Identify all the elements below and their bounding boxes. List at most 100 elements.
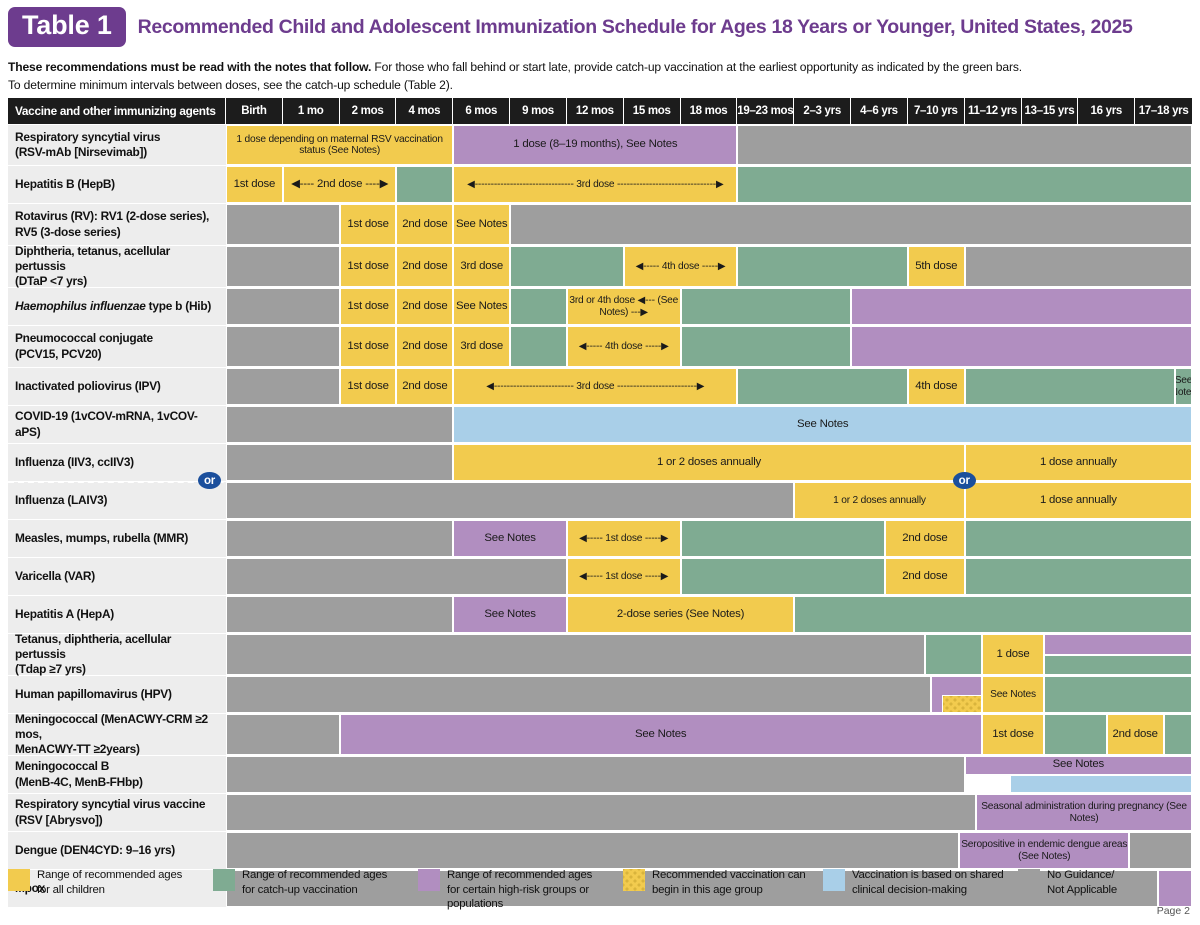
or-badge-1: or <box>198 472 221 489</box>
schedule-cell: See Notes <box>453 204 511 245</box>
row-label-line-2: (RSV [Abrysvo]) <box>15 812 103 827</box>
legend-swatch-blue-icon <box>823 869 845 891</box>
schedule-cell-text: 1 dose annually <box>1039 455 1117 468</box>
legend-swatch-yellow-icon <box>8 869 30 891</box>
page-number: Page 2 <box>1156 905 1190 917</box>
schedule-cell: 2nd dose <box>1106 714 1164 755</box>
row-cells-rsv-mab: 1 dose depending on maternal RSV vaccina… <box>226 125 1192 165</box>
schedule-cell <box>226 520 454 557</box>
schedule-cell: 1 dose (8–19 months), See Notes <box>453 125 738 165</box>
schedule-cell: ◀------------------------------- 3rd dos… <box>453 166 738 203</box>
schedule-cell-text: ◀---- 2nd dose ----▶ <box>291 177 389 190</box>
schedule-cell <box>226 368 340 405</box>
table-row: Measles, mumps, rubella (MMR)See Notes◀-… <box>8 520 1192 557</box>
row-label-hib: Haemophilus influenzae type b (Hib) <box>8 288 226 325</box>
schedule-cell: 1 or 2 doses annually <box>453 444 965 481</box>
schedule-cell <box>226 832 960 869</box>
schedule-cell-text: ◀------------------------- 3rd dose ----… <box>486 380 705 392</box>
column-header-7-10-yrs: 7–10 yrs <box>907 98 965 124</box>
row-label-line-2: (Tdap ≥7 yrs) <box>15 662 86 677</box>
row-label-dtap: Diphtheria, tetanus, acellular pertussis… <box>8 244 226 289</box>
page-title: Recommended Child and Adolescent Immuniz… <box>137 15 1133 38</box>
schedule-cell: 1 dose <box>981 634 1045 675</box>
row-label-line-2: RV5 (3-dose series) <box>15 224 121 239</box>
row-label-mpox: Mpox <box>8 870 226 907</box>
schedule-cell: 2nd dose <box>396 246 454 287</box>
column-header-13-15-yrs: 13–15 yrs <box>1021 98 1079 124</box>
column-header-12-mos: 12 mos <box>566 98 624 124</box>
schedule-cell-text: 3rd dose <box>460 259 504 272</box>
column-header-birth: Birth <box>226 98 283 124</box>
table-row: Haemophilus influenzae type b (Hib)1st d… <box>8 288 1192 325</box>
table-row: Diphtheria, tetanus, acellular pertussis… <box>8 244 1192 289</box>
schedule-cell <box>510 246 624 287</box>
schedule-cell <box>226 326 340 367</box>
schedule-cell <box>226 288 340 325</box>
schedule-cell-text: See Notes <box>484 607 536 620</box>
schedule-cell <box>941 694 982 713</box>
row-label-hepb: Hepatitis B (HepB) <box>8 166 226 203</box>
row-label-dengue: Dengue (DEN4CYD: 9–16 yrs) <box>8 832 226 869</box>
schedule-cell-text: See Notes <box>455 299 508 312</box>
schedule-cell: 2nd dose <box>396 326 454 367</box>
schedule-cell <box>964 558 1192 595</box>
schedule-cell: 2nd dose <box>885 558 965 595</box>
legend-text-line-1: Recommended vaccination can <box>652 869 806 881</box>
schedule-cell-text: 2nd dose <box>402 379 448 392</box>
row-label-rotavirus: Rotavirus (RV): RV1 (2-dose series),RV5 … <box>8 204 226 245</box>
row-label-meningococcal-b: Meningococcal B(MenB-4C, MenB-FHbp) <box>8 756 226 793</box>
column-header-2-mos: 2 mos <box>339 98 397 124</box>
row-label-rsv-vaccine: Respiratory syncytial virus vaccine(RSV … <box>8 794 226 831</box>
legend-swatch-dotted-icon <box>623 869 645 891</box>
schedule-cell <box>510 288 567 325</box>
schedule-cell-text: 1st dose <box>347 339 389 352</box>
row-label-line-2: (RSV-mAb [Nirsevimab]) <box>15 145 147 159</box>
table-row: Tetanus, diphtheria, acellular pertussis… <box>8 631 1192 677</box>
intro-bold-lead: These recommendations must be read with … <box>8 60 372 74</box>
table-row: Rotavirus (RV): RV1 (2-dose series),RV5 … <box>8 204 1192 245</box>
legend-text-line-1: No Guidance/ <box>1047 869 1115 881</box>
legend-text-line-2: for all children <box>37 883 105 896</box>
schedule-cell <box>1163 714 1192 755</box>
schedule-cell: 1st dose <box>981 714 1045 755</box>
schedule-cell-text: See Notes <box>1174 375 1192 398</box>
schedule-cell <box>737 246 908 287</box>
schedule-cell: 1 dose annually <box>964 482 1192 519</box>
column-header-6-mos: 6 mos <box>453 98 511 124</box>
row-label-tdap: Tetanus, diphtheria, acellular pertussis… <box>8 631 226 677</box>
schedule-cell <box>737 125 1192 165</box>
column-header-19-23-mos: 19–23 mos <box>737 98 795 124</box>
table-row: Meningococcal B(MenB-4C, MenB-FHbp)See N… <box>8 756 1192 793</box>
schedule-cell-text: See Notes <box>796 417 849 430</box>
row-label-line-1: Meningococcal (MenACWY-CRM ≥2 mos, <box>15 711 208 741</box>
legend-text-line-2: for catch-up vaccination <box>242 883 358 896</box>
table-row: Hepatitis B (HepB)1st dose◀---- 2nd dose… <box>8 166 1192 203</box>
column-header-16-yrs: 16 yrs <box>1078 98 1136 124</box>
schedule-cell-text: See Notes <box>990 688 1036 700</box>
legend-swatch-gray-icon <box>1018 869 1040 891</box>
row-label-line-1: Tetanus, diphtheria, acellular pertussis <box>15 631 172 661</box>
row-label-hpv: Human papillomavirus (HPV) <box>8 676 226 713</box>
row-label-line-2: (DTaP <7 yrs) <box>15 274 87 289</box>
schedule-cell <box>964 368 1175 405</box>
schedule-cell: See Notes <box>339 714 982 755</box>
schedule-cell <box>226 246 340 287</box>
column-header-15-mos: 15 mos <box>623 98 681 124</box>
schedule-cell-text: 1st dose <box>347 259 389 272</box>
schedule-cell <box>680 288 852 325</box>
schedule-cell: ◀----- 1st dose -----▶ <box>566 558 681 595</box>
schedule-cell <box>851 288 1192 325</box>
schedule-cell <box>510 204 1192 245</box>
row-label-mmr: Measles, mumps, rubella (MMR) <box>8 520 226 557</box>
legend-swatch-purple-icon <box>418 869 440 891</box>
legend-text-line-3: populations <box>447 898 504 911</box>
